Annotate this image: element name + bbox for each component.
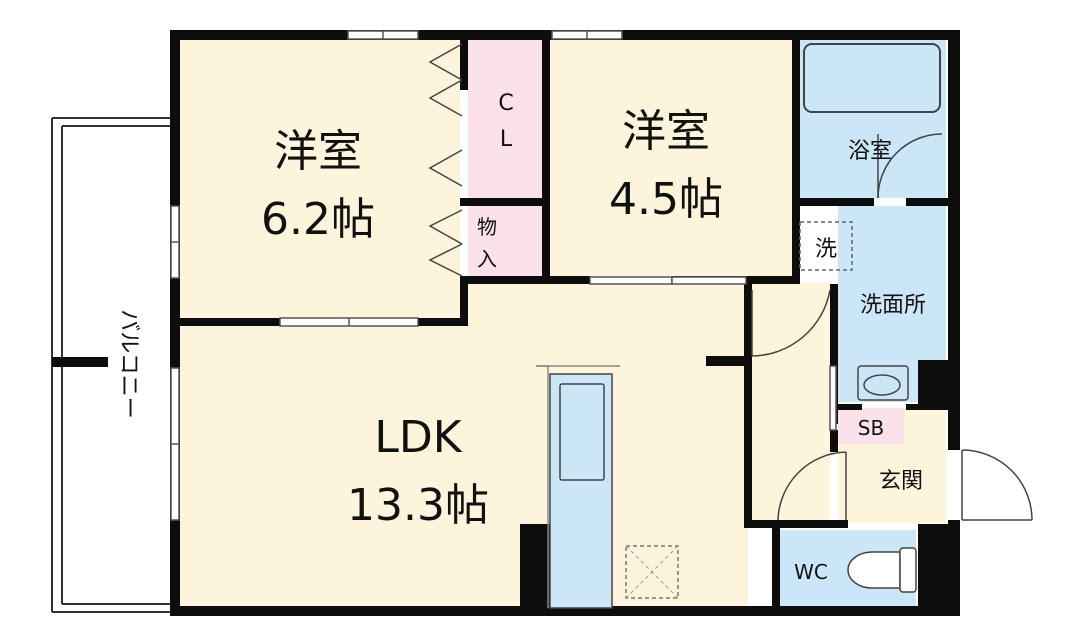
- western-room-2-size: 4.5帖: [609, 174, 723, 225]
- western-room-1-size: 6.2帖: [261, 194, 375, 245]
- wash-basin: [857, 365, 909, 401]
- western-room-2-name: 洋室: [622, 106, 710, 157]
- toilet-label: WC: [794, 560, 828, 584]
- closet-fill: [468, 38, 542, 198]
- washer-pan: [799, 221, 853, 271]
- washer-label: 洗: [815, 237, 837, 262]
- storage-label-bottom: 入: [477, 247, 497, 271]
- bath-door: [877, 133, 943, 199]
- toilet-fixture: [847, 547, 917, 593]
- hall-door: [751, 289, 831, 357]
- entrance-doors: [777, 449, 1033, 521]
- washroom-label: 洗面所: [860, 293, 926, 318]
- sliding-doors: [279, 276, 837, 431]
- ldk-name: LDK: [374, 412, 462, 463]
- room-fills: [178, 38, 946, 608]
- western-room-1-name: 洋室: [274, 126, 362, 177]
- ldk-fill: [178, 283, 748, 608]
- windows: [170, 30, 623, 521]
- bath-fill: [798, 38, 946, 198]
- ldk-size: 13.3帖: [347, 480, 489, 531]
- hall-fill: [748, 283, 830, 523]
- bath-label: 浴室: [848, 139, 892, 164]
- closet-label-l: L: [500, 127, 513, 152]
- closet-label-c: C: [498, 91, 513, 116]
- western-room-1-fill: [178, 38, 460, 321]
- entrance-label: 玄関: [879, 469, 923, 494]
- balcony-label: バルコニー: [116, 309, 141, 419]
- bathtub: [803, 43, 941, 113]
- western-room-2-fill: [550, 38, 792, 276]
- shoebox-label: SB: [858, 416, 884, 440]
- balcony-divider: [52, 357, 108, 367]
- room-labels: 洋室 6.2帖 C L 物 入 洋室 4.5帖 LDK 13.3帖 浴室 洗 洗…: [116, 91, 926, 584]
- kitchen-counter: [536, 365, 679, 609]
- storage-label-top: 物: [477, 215, 497, 239]
- shoebox-fill: [838, 408, 904, 444]
- storage-fill: [468, 206, 542, 278]
- closet-doors: [428, 43, 463, 277]
